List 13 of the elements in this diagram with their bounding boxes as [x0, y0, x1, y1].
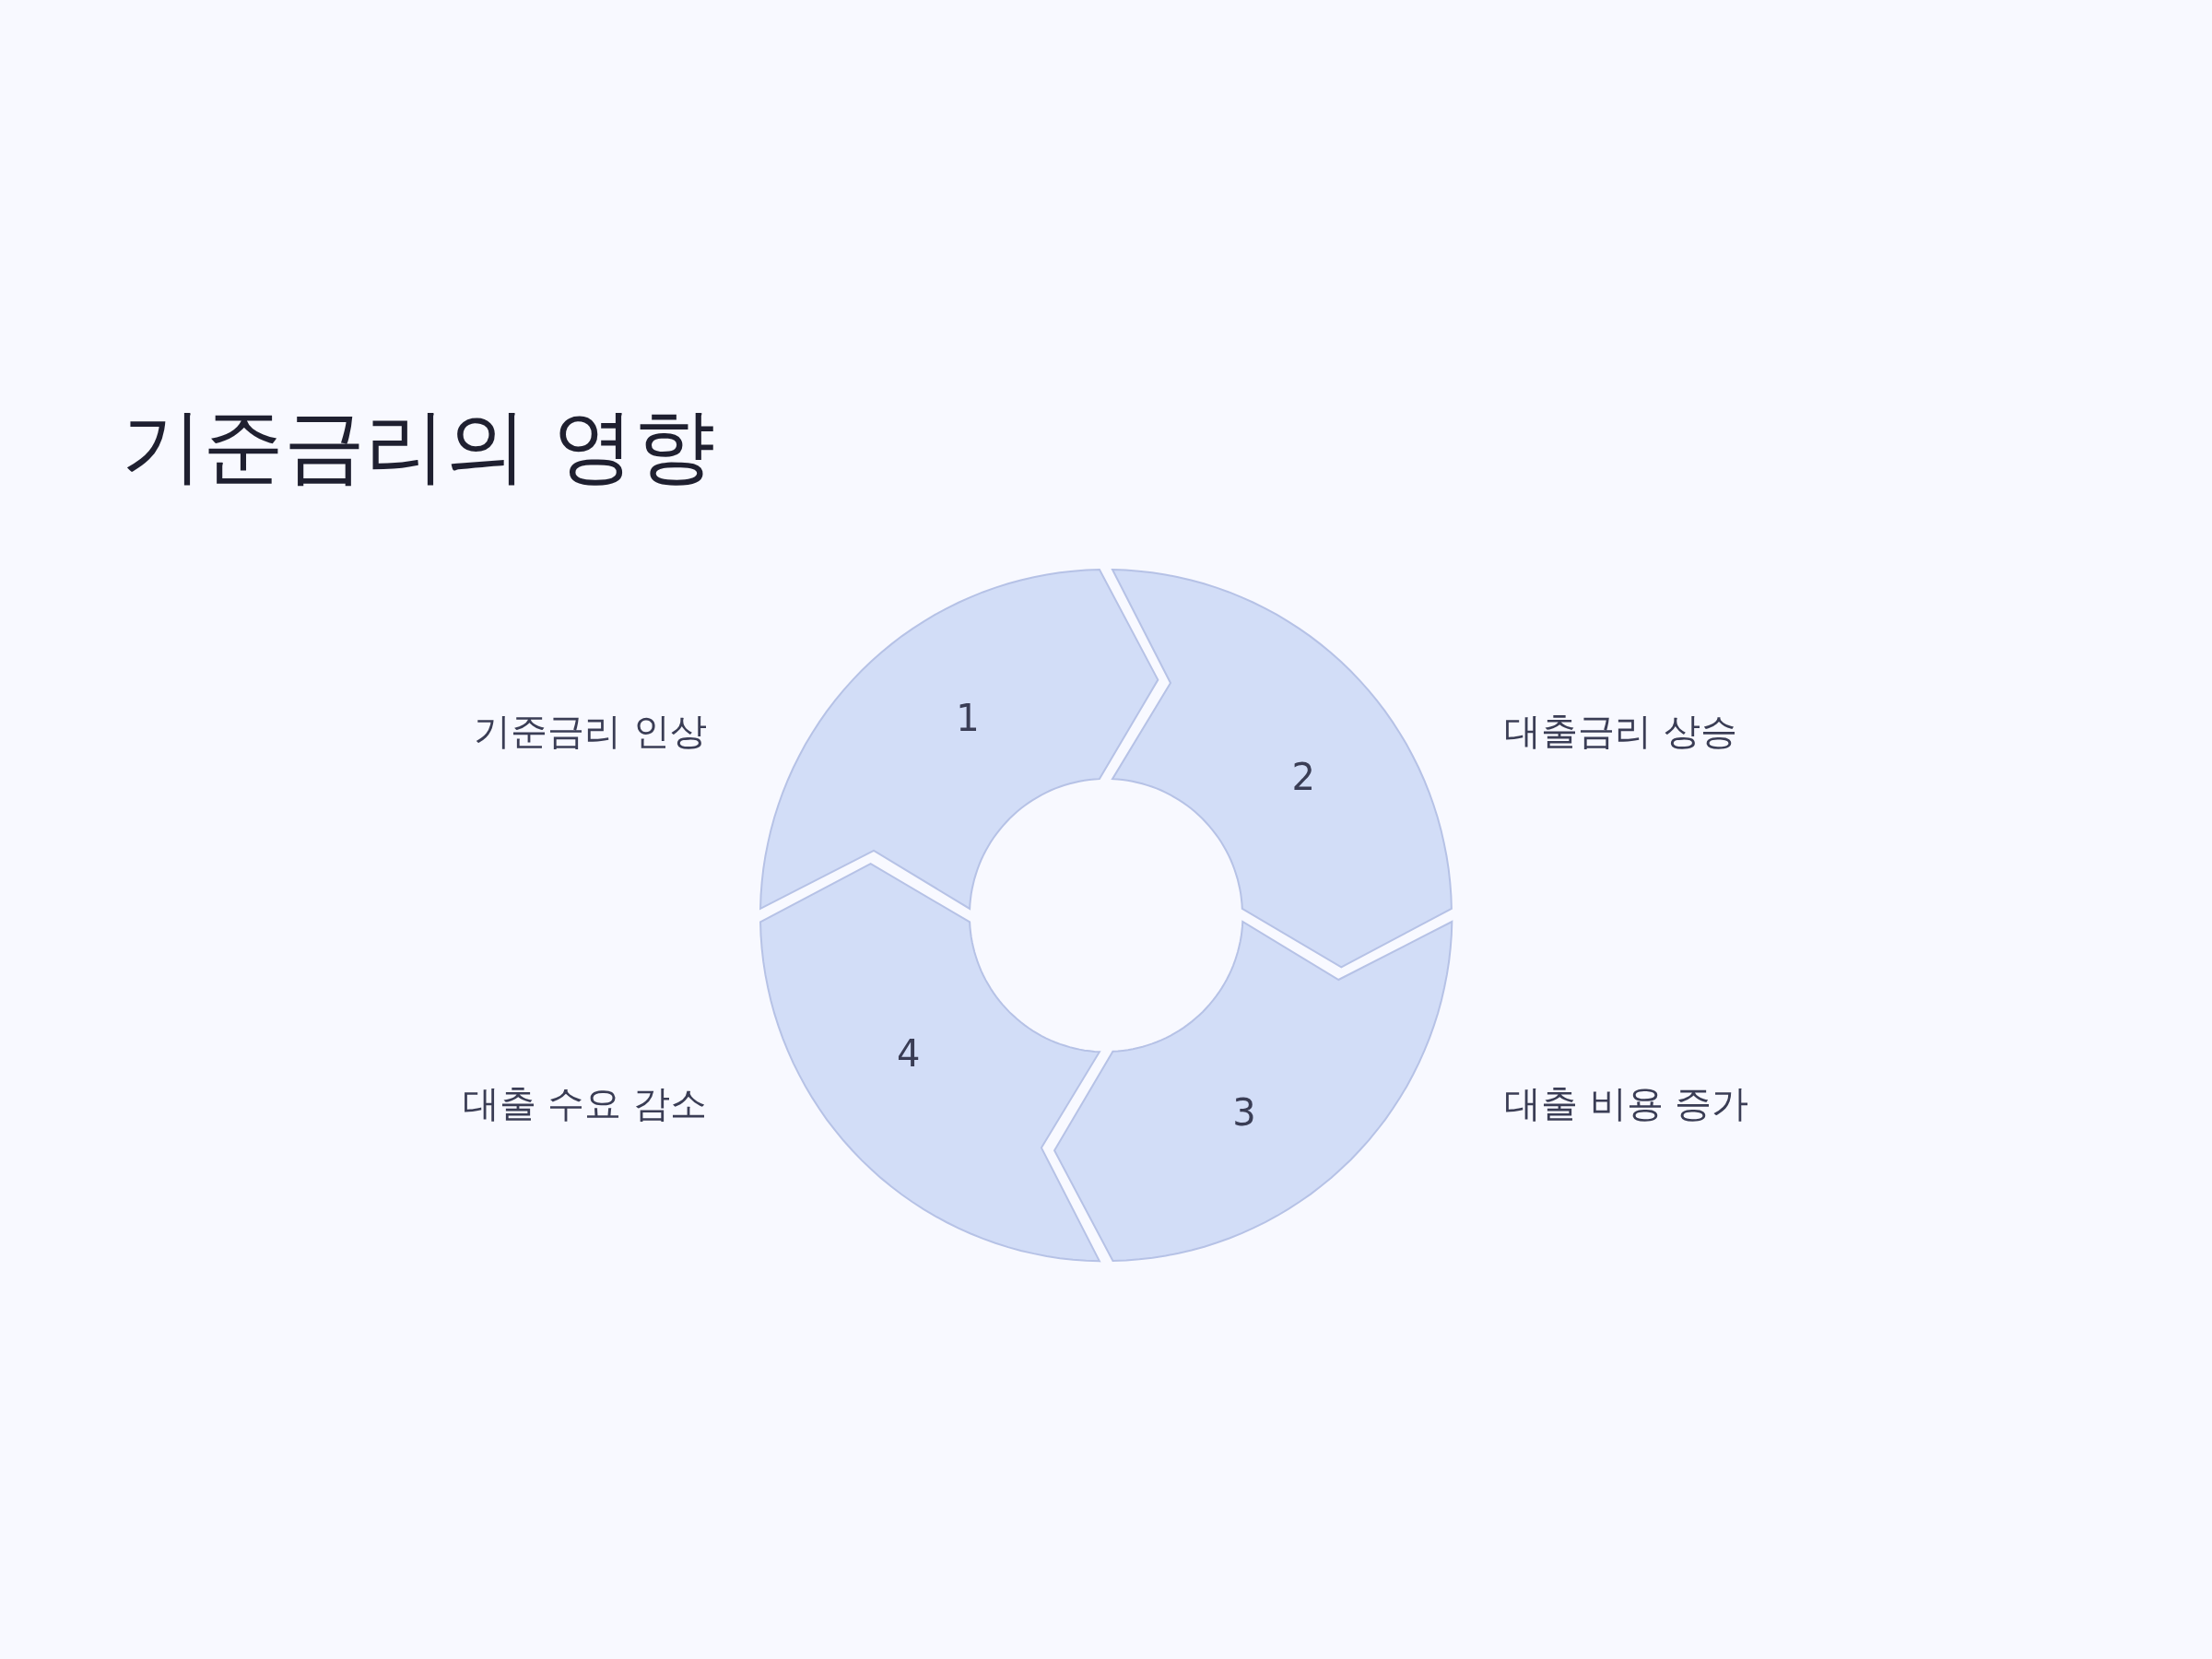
step-label: 기준금리 인상: [474, 708, 707, 754]
step-label: 대출 수요 감소: [462, 1080, 707, 1126]
cycle-arrow-segment: [1111, 568, 1453, 970]
step-number: 2: [1291, 756, 1315, 798]
step-number: 4: [897, 1032, 921, 1075]
step-number: 3: [1232, 1091, 1256, 1135]
cycle-arrow-segment: [759, 568, 1160, 911]
step-number: 1: [956, 696, 980, 739]
title: 기준금리의 영향: [122, 397, 715, 495]
step-label: 대출금리 상승: [1504, 708, 1737, 754]
cycle-arrow-segment: [1052, 920, 1453, 1263]
cycle-arrow-segment: [759, 861, 1101, 1263]
step-label: 대출 비용 증가: [1504, 1080, 1749, 1126]
